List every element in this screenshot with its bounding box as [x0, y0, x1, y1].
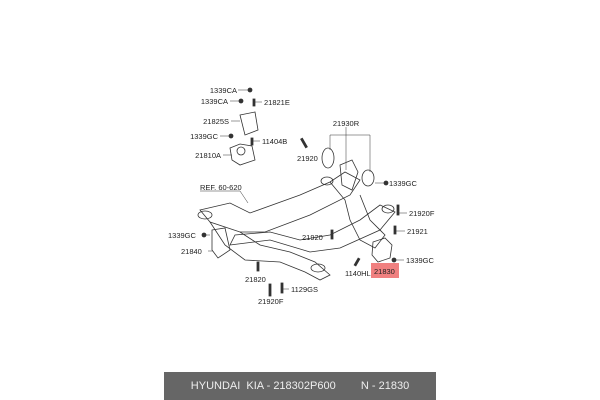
subframe-bushing	[320, 176, 334, 186]
label-11404b: 11404B	[262, 137, 287, 146]
label-21830: 21830	[374, 267, 395, 276]
label-1140hl: 1140HL	[345, 269, 371, 278]
label-21920f: 21920F	[409, 209, 435, 218]
subframe-rear-crossmember	[229, 204, 396, 253]
label-1339gc: 1339GC	[389, 179, 418, 188]
subframe-left-rail	[209, 221, 331, 281]
mount-21930r-washer	[321, 147, 335, 169]
label-1339ca: 1339CA	[201, 97, 228, 106]
mount-21810a-bushing	[236, 146, 246, 156]
label-1339gc: 1339GC	[168, 231, 197, 240]
subframe-right-rail	[329, 181, 386, 249]
mount-21810a	[229, 143, 256, 166]
label-21821e: 21821E	[264, 98, 290, 107]
label-21810a: 21810A	[195, 151, 221, 160]
label-21930r: 21930R	[333, 119, 360, 128]
mount-21830	[371, 237, 393, 263]
label-21920: 21920	[297, 154, 318, 163]
mount-21840	[211, 227, 231, 259]
mount-21930r-bushing	[361, 169, 375, 187]
label-1339gc: 1339GC	[190, 132, 219, 141]
subframe-bushing	[310, 263, 326, 273]
fasteners	[201, 87, 400, 297]
subframe-bushing	[197, 210, 213, 220]
mount-21825s	[239, 111, 259, 136]
footer-brand-part-number: HYUNDAI KIA - 218302P600	[190, 380, 336, 392]
part-labels: 1339CA 1339CA 21821E 21825S 1339GC 11404…	[168, 86, 435, 306]
footer-diagram-number: N - 21830	[360, 380, 410, 392]
footer-spacer	[344, 380, 353, 392]
subframe-bushing	[381, 204, 395, 214]
label-21920: 21920	[302, 233, 323, 242]
label-21920f: 21920F	[258, 297, 284, 306]
subframe-front-crossmember	[199, 171, 361, 233]
subframe-drawing	[197, 87, 407, 297]
label-1339ca: 1339CA	[210, 86, 237, 95]
highlight-box-21830	[371, 263, 399, 278]
label-1339gc: 1339GC	[406, 256, 435, 265]
label-1129gs: 1129GS	[291, 285, 318, 294]
label-21921: 21921	[407, 227, 428, 236]
label-ref: REF. 60-620	[200, 183, 242, 192]
part-number-footer: HYUNDAI KIA - 218302P600 N - 21830	[164, 372, 436, 400]
mount-21930r-bracket	[339, 159, 359, 191]
label-21820: 21820	[245, 275, 266, 284]
label-21840: 21840	[181, 247, 202, 256]
label-21825s: 21825S	[203, 117, 229, 126]
